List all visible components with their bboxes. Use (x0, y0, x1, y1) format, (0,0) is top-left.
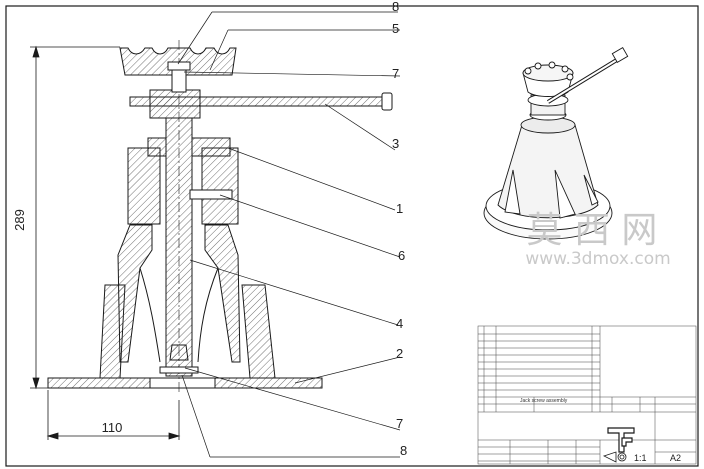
section-view (47, 40, 393, 395)
watermark-url: www.3dmox.com (525, 249, 670, 269)
callout-4: 4 (396, 316, 403, 331)
logo-mark (607, 427, 635, 453)
handle-knob (381, 92, 393, 111)
dim-height: 289 (12, 209, 27, 231)
sheet-size: A2 (670, 453, 681, 463)
callout-3: 3 (392, 136, 399, 151)
body-upper-right (201, 147, 239, 225)
callout-2: 2 (396, 346, 403, 361)
watermark-chinese: 莫 西 网 (527, 210, 658, 251)
scale-label: 1:1 (634, 453, 647, 463)
dimension-lines (30, 45, 181, 440)
callout-8-top: 8 (392, 0, 399, 14)
lock-pin (189, 189, 233, 200)
callout-7-bottom: 7 (396, 416, 403, 431)
dim-base-radius: 110 (102, 420, 123, 435)
screw-head (149, 89, 201, 119)
assembly-name: Jack screw assembly (520, 398, 568, 404)
callout-7-top: 7 (392, 66, 399, 81)
projection-symbol (602, 451, 627, 463)
cap-screw (167, 61, 191, 71)
callout-5: 5 (392, 21, 399, 36)
drawing-frame (5, 5, 699, 467)
bottom-nut (169, 344, 189, 361)
body-leg-left (117, 224, 153, 363)
title-block (477, 325, 697, 465)
callout-8-bottom: 8 (400, 443, 407, 458)
leader-lines (177, 11, 401, 458)
callout-6: 6 (398, 248, 405, 263)
callout-1: 1 (396, 201, 403, 216)
bottom-washer (159, 366, 199, 374)
isometric-view (483, 47, 629, 240)
body-upper-left (127, 147, 161, 225)
iso-body (497, 124, 599, 219)
nut-right (191, 137, 231, 157)
body-leg-right (204, 224, 241, 363)
nut-left (147, 137, 167, 157)
